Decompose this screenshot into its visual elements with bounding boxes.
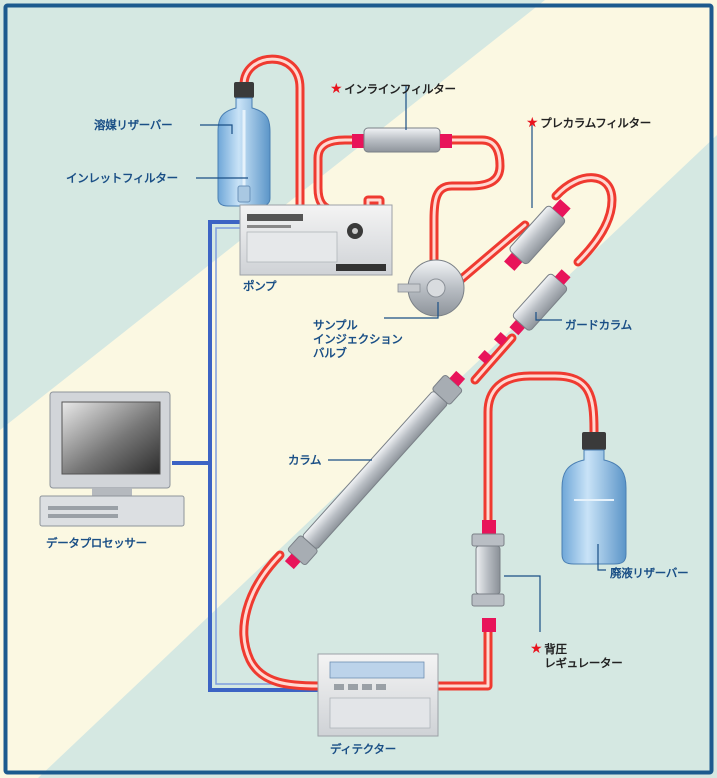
label-guard-column: ガードカラム xyxy=(565,318,632,332)
frame-border xyxy=(3,3,714,775)
leader-lines xyxy=(196,86,606,632)
detector-unit xyxy=(317,653,439,737)
back-pressure-regulator xyxy=(471,520,505,632)
label-sample-injection-valve: サンプル インジェクション バルブ xyxy=(313,318,403,360)
label-data-processor: データプロセッサー xyxy=(46,536,147,550)
label-back-pressure-regulator: ★背圧 レギュレーター xyxy=(530,641,623,670)
signal-cables xyxy=(172,220,318,692)
leader-regulator xyxy=(504,575,541,632)
data-processor-computer xyxy=(39,391,185,527)
label-solvent-reservoir: 溶媒リザーバー xyxy=(94,118,173,132)
leader-injection-valve xyxy=(384,302,439,319)
waste-reservoir-bottle xyxy=(561,432,627,565)
guard-column xyxy=(509,269,571,336)
star-icon: ★ xyxy=(530,641,543,657)
cable-pump-detector xyxy=(208,220,318,692)
sample-injection-valve xyxy=(397,259,465,317)
label-pump: ポンプ xyxy=(243,279,277,293)
label-waste-reservoir: 廃液リザーバー xyxy=(610,566,689,580)
leader-solvent-reservoir xyxy=(200,124,233,134)
column-fittings xyxy=(477,331,509,365)
inline-filter xyxy=(352,127,452,153)
precolumn-filter xyxy=(504,199,571,271)
star-icon: ★ xyxy=(526,115,539,131)
label-detector: ディテクター xyxy=(330,742,396,756)
label-precolumn-filter: ★プレカラムフィルター xyxy=(526,115,651,131)
cable-highlight xyxy=(215,227,318,685)
star-icon: ★ xyxy=(330,81,343,97)
leader-waste-reservoir xyxy=(597,544,606,571)
label-column: カラム xyxy=(288,453,322,467)
main-column xyxy=(284,370,466,570)
label-inlet-filter: インレットフィルター xyxy=(66,171,178,185)
pump-unit xyxy=(239,204,393,276)
leader-guard-column xyxy=(535,312,562,321)
label-inline-filter: ★インラインフィルター xyxy=(330,81,456,97)
